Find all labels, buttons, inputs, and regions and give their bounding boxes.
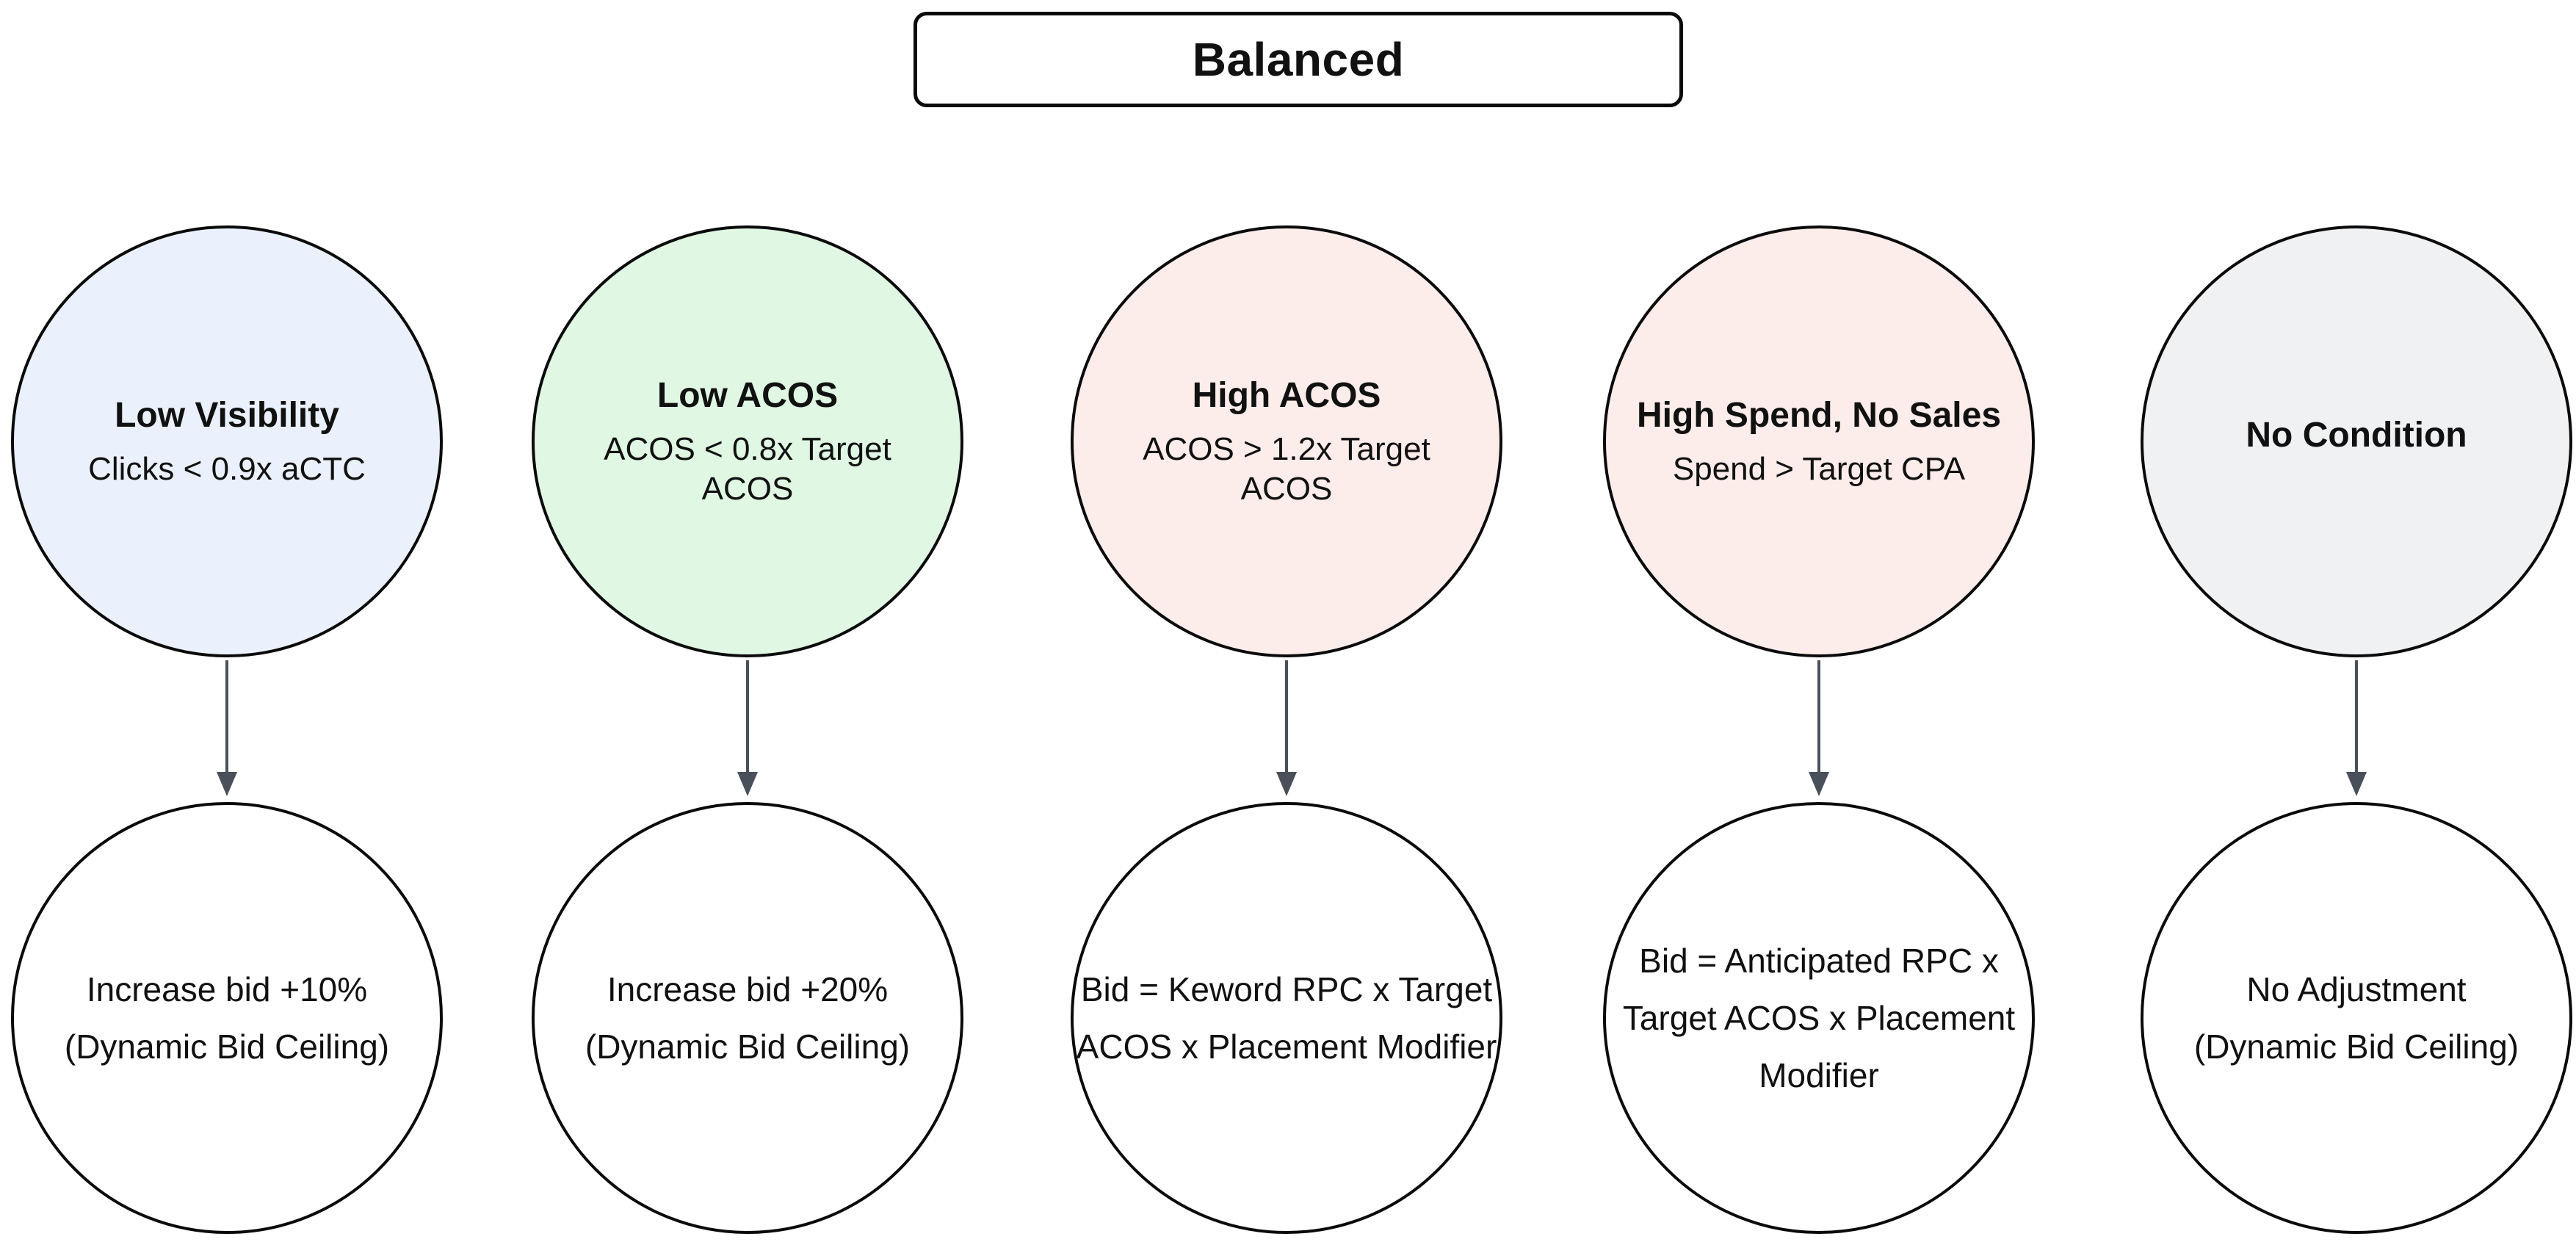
action-text-line: No Adjustment xyxy=(2246,970,2467,1008)
action-node-increase-10: Increase bid +10% (Dynamic Bid Ceiling) xyxy=(11,802,443,1234)
arrow-head-icon xyxy=(217,772,237,796)
arrow-shaft xyxy=(225,660,228,773)
down-arrow xyxy=(1272,660,1301,797)
down-arrow xyxy=(2342,660,2371,797)
strategy-title: Balanced xyxy=(1192,33,1405,86)
condition-title: Low ACOS xyxy=(656,376,839,415)
condition-node-low-acos: Low ACOS ACOS < 0.8x Target ACOS xyxy=(532,225,963,657)
condition-node-high-acos: High ACOS ACOS > 1.2x Target ACOS xyxy=(1071,225,1502,657)
action-text-line: Bid = Keword RPC x Target xyxy=(1080,970,1493,1008)
action-text-line: Increase bid +20% xyxy=(607,970,889,1008)
condition-node-no-condition: No Condition xyxy=(2141,225,2572,657)
arrow-head-icon xyxy=(1809,772,1829,796)
arrow-shaft xyxy=(2355,660,2358,773)
action-text-line: Target ACOS x Placement xyxy=(1622,999,2016,1037)
action-node-no-adjustment: No Adjustment (Dynamic Bid Ceiling) xyxy=(2141,802,2572,1234)
condition-title: High Spend, No Sales xyxy=(1636,396,2002,435)
action-text-line: ACOS x Placement Modifier xyxy=(1076,1028,1497,1066)
condition-subtitle: ACOS < 0.8x Target ACOS xyxy=(604,431,891,507)
action-node-anticipated-rpc-formula: Bid = Anticipated RPC x Target ACOS x Pl… xyxy=(1603,802,2035,1234)
action-text-line: (Dynamic Bid Ceiling) xyxy=(585,1028,911,1066)
condition-subtitle: Spend > Target CPA xyxy=(1672,451,1966,487)
arrow-shaft xyxy=(1817,660,1820,773)
condition-subtitle: Clicks < 0.9x aCTC xyxy=(88,451,366,487)
action-node-keyword-rpc-formula: Bid = Keword RPC x Target ACOS x Placeme… xyxy=(1071,802,1502,1234)
arrow-shaft xyxy=(1285,660,1288,773)
condition-title: No Condition xyxy=(2246,416,2467,455)
condition-subtitle: ACOS > 1.2x Target ACOS xyxy=(1143,431,1430,507)
down-arrow xyxy=(733,660,762,797)
action-text-line: Bid = Anticipated RPC x xyxy=(1639,942,1999,980)
condition-node-high-spend-no-sales: High Spend, No Sales Spend > Target CPA xyxy=(1603,225,2035,657)
down-arrow xyxy=(1804,660,1834,797)
action-text-line: Modifier xyxy=(1759,1056,1879,1094)
action-text-line: (Dynamic Bid Ceiling) xyxy=(2193,1028,2519,1066)
arrow-head-icon xyxy=(737,772,758,796)
arrow-shaft xyxy=(746,660,749,773)
arrow-head-icon xyxy=(2346,772,2367,796)
action-text-line: (Dynamic Bid Ceiling) xyxy=(64,1028,390,1066)
down-arrow xyxy=(212,660,242,797)
condition-node-low-visibility: Low Visibility Clicks < 0.9x aCTC xyxy=(11,225,443,657)
condition-title: High ACOS xyxy=(1192,376,1381,415)
condition-title: Low Visibility xyxy=(115,396,339,435)
strategy-title-box: Balanced xyxy=(913,12,1683,107)
arrow-head-icon xyxy=(1276,772,1297,796)
action-text-line: Increase bid +10% xyxy=(86,970,368,1008)
action-node-increase-20: Increase bid +20% (Dynamic Bid Ceiling) xyxy=(532,802,963,1234)
